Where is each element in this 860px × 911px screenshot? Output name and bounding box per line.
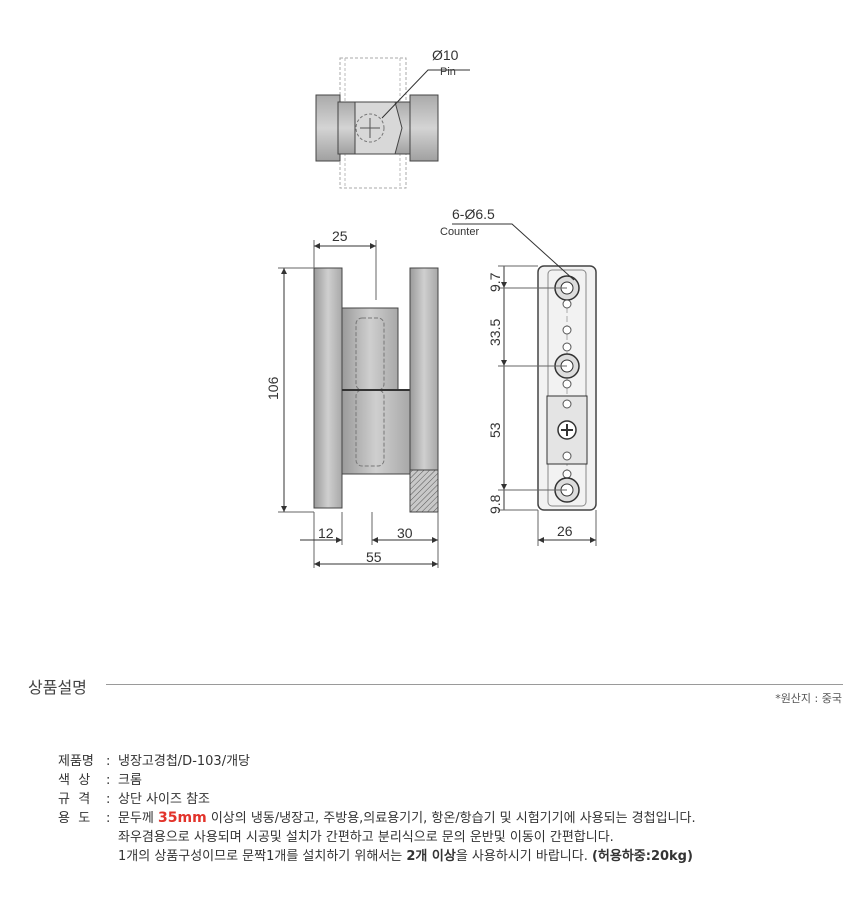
- use-text: 이상의 냉동/냉장고, 주방용,의료용기기, 항온/항습기 및 시험기기에 사용…: [206, 811, 696, 826]
- spec-separator: :: [106, 811, 111, 826]
- spec-label: 규 격: [58, 792, 91, 807]
- pin-diameter-label: Ø10: [432, 47, 459, 63]
- dim-pitch1: 9.7: [487, 272, 503, 292]
- spec-label: 용 도: [58, 811, 91, 826]
- highlight-load: (허용하중:20kg): [591, 849, 693, 864]
- spec-row-use: 용 도 : 문두께 35mm 이상의 냉동/냉장고, 주방용,의료용기기, 항온…: [58, 809, 696, 828]
- spec-row-use-2: 좌우겸용으로 사용되며 시공및 설치가 간편하고 분리식으로 문의 운반및 이동…: [58, 828, 696, 847]
- side-view: 6-Ø6.5 Counter 9.7 33.5 53 9.8 26: [440, 206, 597, 546]
- spec-table: 제품명 : 냉장고경첩/D-103/개당 색 상 : 크롬 규 격 : 상단 사…: [58, 752, 696, 866]
- section-title: 상품설명: [28, 678, 87, 697]
- use-text: 1개의 상품구성이므로 문짝1개를 설치하기 위해서는: [118, 849, 407, 864]
- use-text: 을 사용하시기 바랍니다.: [455, 849, 592, 864]
- spec-separator: :: [106, 773, 111, 788]
- use-text: 좌우겸용으로 사용되며 시공및 설치가 간편하고 분리식으로 문의 운반및 이동…: [118, 830, 614, 845]
- dim-pitch4: 9.8: [487, 494, 503, 514]
- counter-label: Counter: [440, 226, 479, 238]
- origin-note: *원산지 : 중국: [775, 692, 842, 705]
- spec-value: 상단 사이즈 참조: [118, 792, 210, 807]
- hinge-technical-drawing: Ø10 Pin 25 106 12: [265, 47, 597, 568]
- front-view: 25 106 12 30 55: [265, 228, 439, 568]
- spec-row-color: 색 상 : 크롬: [58, 771, 696, 790]
- highlight-thickness: 35mm: [158, 810, 207, 826]
- spec-label: 색 상: [58, 773, 91, 788]
- spec-value: 문두께 35mm 이상의 냉동/냉장고, 주방용,의료용기기, 항온/항습기 및…: [118, 809, 696, 828]
- dim-bottom-right: 30: [397, 525, 413, 541]
- use-text: 문두께: [118, 811, 159, 826]
- spec-value: 크롬: [118, 773, 142, 788]
- dim-width-top: 25: [332, 228, 348, 244]
- pin-label: Pin: [440, 66, 456, 78]
- dim-pitch3: 53: [487, 422, 503, 438]
- spec-row-use-3: 1개의 상품구성이므로 문짝1개를 설치하기 위해서는 2개 이상을 사용하시기…: [58, 847, 696, 866]
- dim-height: 106: [265, 376, 281, 400]
- section-divider: [106, 684, 843, 685]
- top-view: Ø10 Pin: [315, 47, 470, 189]
- spec-label: 제품명: [58, 754, 94, 769]
- spec-separator: :: [106, 792, 111, 807]
- spec-separator: :: [106, 754, 111, 769]
- dim-pitch2: 33.5: [487, 319, 503, 346]
- highlight-quantity: 2개 이상: [406, 849, 456, 864]
- use-text: 1개의 상품구성이므로 문짝1개를 설치하기 위해서는 2개 이상을 사용하시기…: [118, 847, 693, 866]
- dim-bottom-left: 12: [318, 525, 334, 541]
- dim-overall: 55: [366, 549, 382, 565]
- counter-dim-label: 6-Ø6.5: [452, 206, 495, 222]
- spec-value: 냉장고경첩/D-103/개당: [118, 754, 250, 769]
- screw-icon: [557, 420, 577, 440]
- spec-row-size: 규 격 : 상단 사이즈 참조: [58, 790, 696, 809]
- dim-plate-width: 26: [557, 523, 573, 539]
- spec-row-name: 제품명 : 냉장고경첩/D-103/개당: [58, 752, 696, 771]
